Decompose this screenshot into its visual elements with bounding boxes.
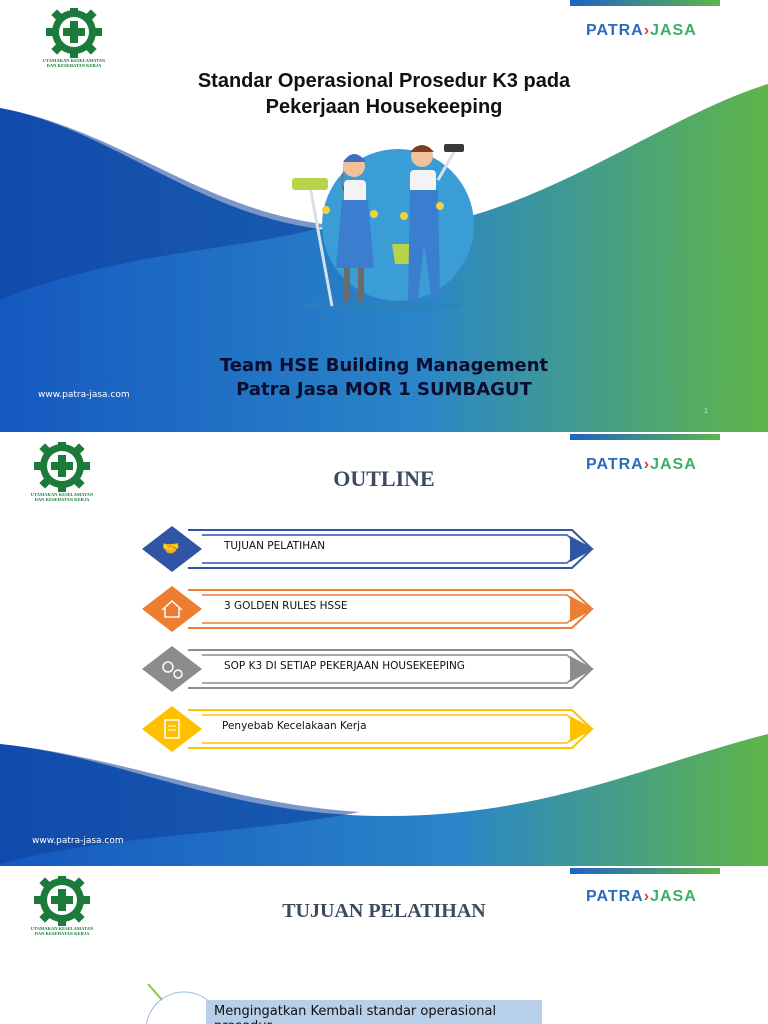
slide-tujuan: UTAMAKAN KESELAMATAN DAN KESEHATAN KERJA…: [0, 868, 768, 1024]
outline-item-shape: [142, 526, 594, 572]
patra-logo-left: PATRA: [586, 456, 644, 473]
k3-logo-text-line1: UTAMAKAN KESELAMATAN: [30, 492, 94, 497]
k3-logo-text: UTAMAKAN KESELAMATAN DAN KESEHATAN KERJA: [20, 492, 104, 502]
outline-item-golden-rules[interactable]: 3 GOLDEN RULES HSSE: [142, 586, 598, 632]
k3-logo-text-line1: UTAMAKAN KESELAMATAN: [42, 58, 106, 63]
outline-item-penyebab[interactable]: Penyebab Kecelakaan Kerja: [142, 706, 598, 752]
patra-logo-right: JASA: [650, 456, 697, 473]
k3-logo: UTAMAKAN KESELAMATAN DAN KESEHATAN KERJA: [31, 438, 116, 506]
housekeeping-illustration: [292, 144, 474, 311]
team-line1: Team HSE Building Management: [219, 355, 549, 376]
page-number: 1: [704, 408, 708, 415]
bullet-circle-decoration: [145, 983, 210, 1024]
outline-item-label: 3 GOLDEN RULES HSSE: [224, 600, 348, 612]
patra-jasa-logo: PATRA›JASA: [586, 888, 697, 906]
tujuan-heading: TUJUAN PELATIHAN: [282, 900, 486, 922]
outline-item-label: SOP K3 DI SETIAP PEKERJAAN HOUSEKEEPING: [224, 660, 465, 672]
tujuan-text-box: Mengingatkan Kembali standar operasional…: [206, 1000, 542, 1024]
patra-logo-accent: ›: [643, 888, 651, 905]
k3-logo-text-line1: UTAMAKAN KESELAMATAN: [30, 926, 94, 931]
outline-item-shape: [142, 706, 594, 752]
team-credit: Team HSE Building Management Patra Jasa …: [0, 354, 768, 402]
patra-jasa-logo: PATRA›JASA: [586, 456, 697, 474]
website-url[interactable]: www.patra-jasa.com: [38, 390, 130, 400]
patra-jasa-logo: PATRA›JASA: [586, 22, 697, 40]
patra-logo-right: JASA: [650, 22, 697, 39]
top-accent-bar: [570, 0, 720, 6]
website-url[interactable]: www.patra-jasa.com: [32, 836, 124, 846]
background-wave: [0, 734, 768, 866]
outline-item-shape: [142, 586, 594, 632]
k3-gear-cross-icon: [34, 872, 90, 928]
slide-outline: UTAMAKAN KESELAMATAN DAN KESEHATAN KERJA…: [0, 434, 768, 866]
outline-heading: OUTLINE: [333, 466, 435, 491]
tujuan-text: Mengingatkan Kembali standar operasional…: [214, 1004, 497, 1024]
k3-logo-text-line2: DAN KESEHATAN KERJA: [46, 63, 102, 68]
slide-title-text: Standar Operasional Prosedur K3 pada Pek…: [0, 68, 768, 120]
top-accent-bar: [570, 868, 720, 874]
handshake-icon: 🤝: [162, 540, 180, 556]
title-line1: Standar Operasional Prosedur K3 pada: [197, 70, 571, 92]
k3-logo: UTAMAKAN KESELAMATAN DAN KESEHATAN KERJA: [32, 4, 116, 72]
patra-logo-left: PATRA: [586, 22, 644, 39]
patra-logo-right: JASA: [650, 888, 697, 905]
slide-title: UTAMAKAN KESELAMATAN DAN KESEHATAN KERJA…: [0, 0, 768, 432]
k3-logo-text-line2: DAN KESEHATAN KERJA: [34, 497, 90, 502]
k3-logo-text: UTAMAKAN KESELAMATAN DAN KESEHATAN KERJA: [20, 926, 104, 936]
k3-gear-cross-icon: [34, 438, 90, 494]
patra-logo-accent: ›: [643, 456, 651, 473]
outline-item-shape: [142, 646, 594, 692]
outline-item-label: Penyebab Kecelakaan Kerja: [222, 720, 367, 732]
top-accent-bar: [570, 434, 720, 440]
outline-item-label: TUJUAN PELATIHAN: [224, 540, 326, 552]
patra-logo-accent: ›: [643, 22, 651, 39]
outline-item-sop[interactable]: SOP K3 DI SETIAP PEKERJAAN HOUSEKEEPING: [142, 646, 598, 692]
k3-logo-text-line2: DAN KESEHATAN KERJA: [34, 931, 90, 936]
outline-item-tujuan[interactable]: 🤝 TUJUAN PELATIHAN: [142, 526, 598, 572]
patra-logo-left: PATRA: [586, 888, 644, 905]
k3-logo: UTAMAKAN KESELAMATAN DAN KESEHATAN KERJA: [31, 872, 116, 940]
team-line2: Patra Jasa MOR 1 SUMBAGUT: [236, 379, 532, 400]
title-line2: Pekerjaan Housekeeping: [265, 96, 503, 118]
k3-gear-cross-icon: [46, 4, 102, 60]
k3-logo-text: UTAMAKAN KESELAMATAN DAN KESEHATAN KERJA: [32, 58, 116, 68]
